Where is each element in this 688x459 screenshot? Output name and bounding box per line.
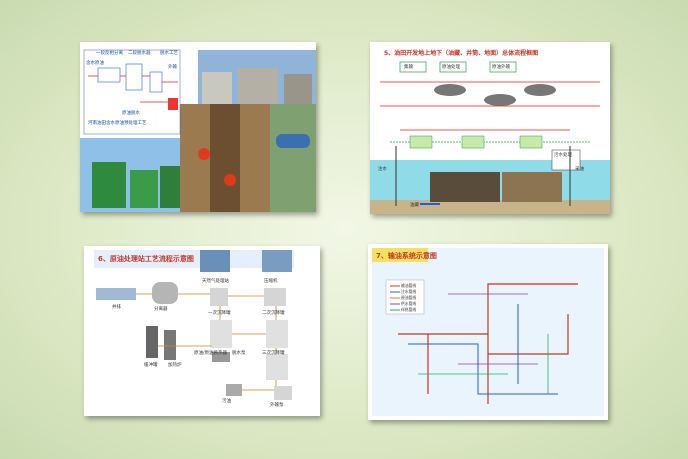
flow-label-treatment: 原油处理 <box>442 65 460 70</box>
flow-label-water-injection: 注水 <box>378 167 387 172</box>
collage-label-5: 外输 <box>168 65 177 70</box>
station-label-dehydration-pump: 脱水泵 <box>232 351 246 356</box>
flow-label-wastewater: 污水处理 <box>554 153 572 158</box>
flow-label-reservoir: 油藏 <box>410 203 419 208</box>
station-label-export-pump: 外输泵 <box>270 403 284 408</box>
station-label-compressor: 压缩机 <box>264 279 278 284</box>
station-label-settling-3: 三次沉降罐 <box>262 351 285 356</box>
slide-overall-flow[interactable]: 5、油田开发地上地下（油藏、井筒、地面）总体流程框图 注水 油藏 采油 集输 原… <box>370 42 610 214</box>
station-label-heater: 加热炉 <box>168 363 182 368</box>
overall-flow-graphics <box>370 61 610 214</box>
collage-label-4: 含水原油 <box>86 61 104 66</box>
legend-water-injection-line: 注水管线 <box>401 289 417 294</box>
station-label-settling-1: 一次沉降罐 <box>208 311 231 316</box>
collage-label-3: 脱水工艺 <box>160 51 178 56</box>
collage-label-2: 二段脱水器 <box>128 51 151 56</box>
station-label-exchanger: 原油/原油换热器 <box>194 351 228 356</box>
legend-oil-line: 输油管线 <box>401 283 417 288</box>
flow-label-gathering: 集输 <box>404 65 413 70</box>
legend-heat-tracing-line: 伴热管线 <box>401 307 417 312</box>
slide4-title: 7、输油系统示意图 <box>376 252 437 260</box>
slide3-title: 6、原油处理站工艺流程示意图 <box>98 255 194 263</box>
collage-label-6: 原油脱水 <box>122 111 140 116</box>
collage-label-7: 河南油田含水原油预处理工艺 <box>88 121 147 126</box>
station-label-buffer: 缓冲罐 <box>144 363 158 368</box>
flow-label-export: 原油外输 <box>492 65 510 70</box>
slide-transport-system[interactable]: 7、输油系统示意图 输油管线 注水管线 原油管线 供水管线 伴热管线 <box>368 244 608 420</box>
station-label-separator: 分离器 <box>154 307 168 312</box>
station-label-wells: 井排 <box>112 305 121 310</box>
slide-photo-collage[interactable]: 一段反相分离 二段脱水器 脱水工艺 含水原油 外输 原油脱水 河南油田含水原油预… <box>80 42 316 212</box>
collage-graphics <box>80 49 316 212</box>
station-label-gas-plant: 天然气处理站 <box>202 279 229 284</box>
flow-label-production: 采油 <box>575 167 584 172</box>
treatment-graphics <box>94 250 294 400</box>
slide-treatment-station[interactable]: 6、原油处理站工艺流程示意图 井排 分离器 天然气处理站 压缩机 一次沉降罐 二… <box>84 246 320 416</box>
transport-graphics <box>372 248 604 416</box>
legend-crude-line: 原油管线 <box>401 295 417 300</box>
station-label-settling-2: 二次沉降罐 <box>262 311 285 316</box>
collage-label-1: 一段反相分离 <box>96 51 123 56</box>
station-label-waste-oil: 污油 <box>222 399 231 404</box>
slide2-title: 5、油田开发地上地下（油藏、井筒、地面）总体流程框图 <box>384 50 539 57</box>
legend-water-supply-line: 供水管线 <box>401 301 417 306</box>
